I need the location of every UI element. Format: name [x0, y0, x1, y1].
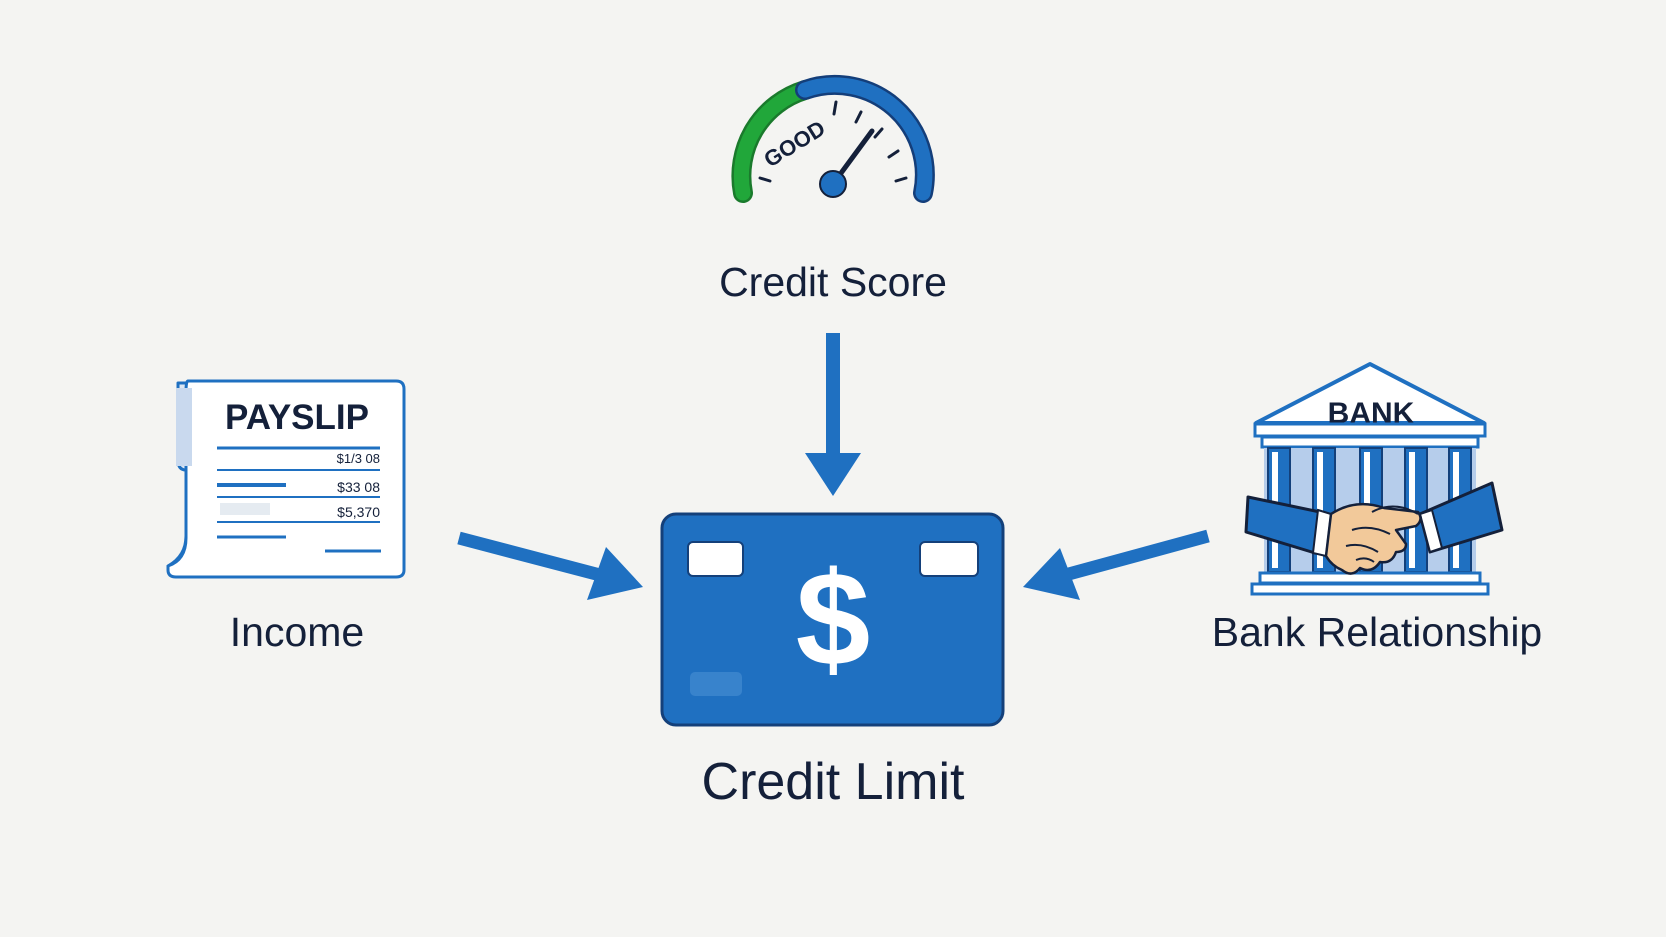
bank-relationship-label: Bank Relationship: [1211, 609, 1543, 655]
bank-handshake-icon: BANK: [1244, 362, 1504, 596]
arrow-from-credit-score: [805, 333, 861, 496]
arrow-from-income: [457, 531, 643, 600]
income-label: Income: [229, 609, 365, 655]
payslip-amount-3: $5,370: [337, 504, 380, 520]
payslip-amount-1: $1/3 08: [337, 451, 380, 466]
payslip-title: PAYSLIP: [225, 398, 369, 437]
arrow-from-bank-relationship: [1023, 529, 1210, 600]
dollar-sign: $: [796, 545, 871, 694]
credit-limit-label: Credit Limit: [701, 753, 965, 811]
payslip-icon: PAYSLIP $1/3 08 $33 08 $5,370: [166, 379, 406, 579]
credit-card-icon: $: [660, 512, 1005, 727]
gauge-pivot: [819, 170, 847, 198]
gauge-icon: GOOD: [731, 74, 935, 203]
payslip-amount-2: $33 08: [337, 479, 380, 495]
credit-score-label: Credit Score: [719, 259, 947, 305]
